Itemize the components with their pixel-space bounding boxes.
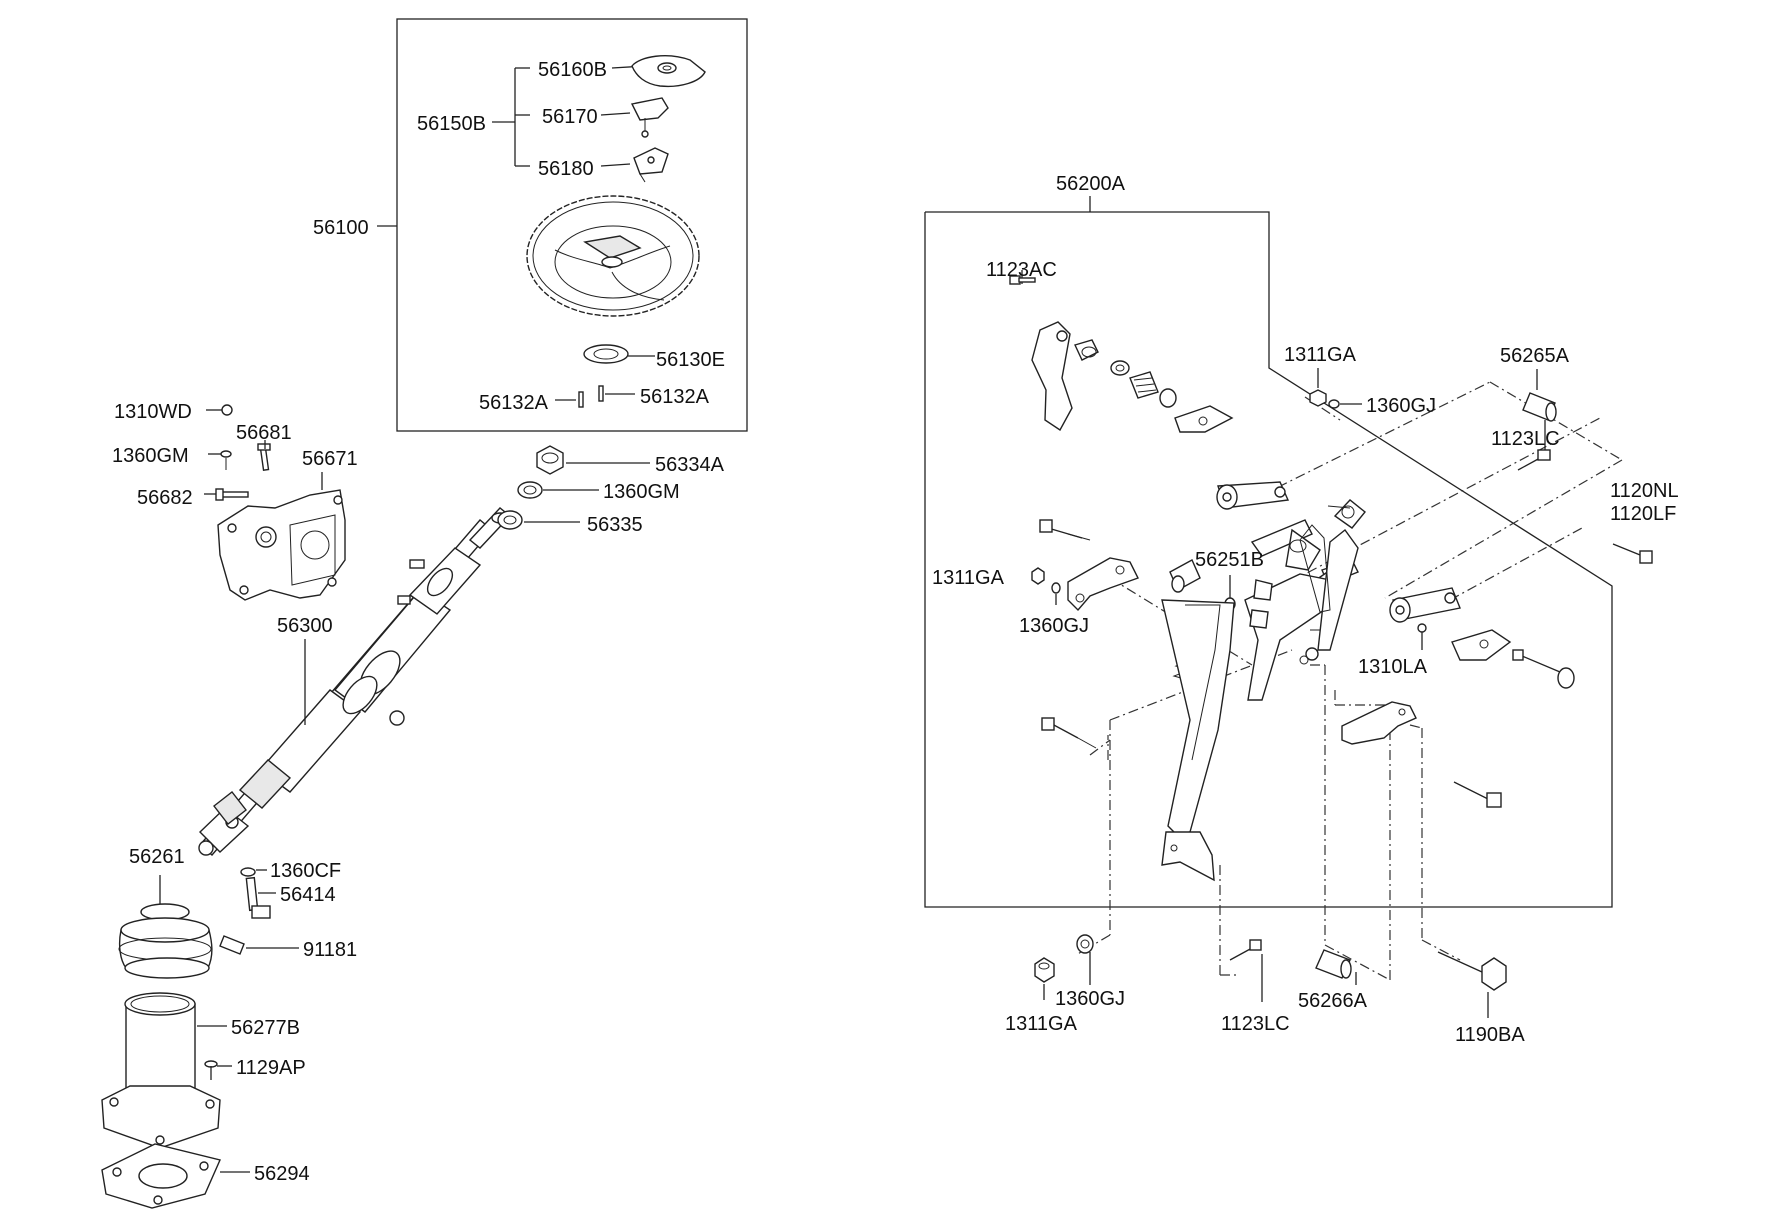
lever-part	[1031, 321, 1234, 433]
label-56251B: 56251B	[1195, 549, 1264, 571]
tube-56277B-part	[101, 992, 227, 1149]
label-56170: 56170	[542, 106, 598, 128]
washer-1360CF-part	[240, 867, 267, 877]
bolt-1190BA-part	[1437, 951, 1507, 1018]
nut-1310LA-part	[1417, 623, 1427, 650]
bolt-right-mid-part	[1512, 649, 1575, 689]
bracket-56150B	[492, 65, 646, 167]
label-56132A-left: 56132A	[479, 392, 549, 414]
label-1360GJ-b: 1360GJ	[1019, 615, 1089, 637]
label-56294: 56294	[254, 1163, 310, 1185]
screw-1129AP-part	[204, 1060, 232, 1080]
label-56671: 56671	[302, 448, 358, 470]
bolt-56414-part	[245, 876, 276, 919]
pedal-arm-upper-part	[1299, 499, 1366, 651]
nut-1311GA-bottom-part	[1034, 957, 1055, 1000]
bolt-upper-left-part	[1039, 519, 1091, 541]
label-1129AP: 1129AP	[236, 1057, 306, 1079]
label-1311GA-a: 1311GA	[1284, 344, 1357, 366]
horn-plate-part	[633, 147, 669, 183]
part-labels: 56160B 56150B 56170 56180 56100 56130E 5…	[112, 59, 1679, 1185]
bolt-lower-left-part	[1041, 717, 1097, 749]
bolt-1123LC-bottom-part	[1229, 939, 1263, 1002]
bushing-56266A-part	[1315, 949, 1357, 985]
link-arm-upper-part	[1216, 481, 1290, 510]
steering-column-part	[198, 507, 512, 856]
label-1123LC-b: 1123LC	[1221, 1013, 1290, 1035]
label-56200A: 56200A	[1056, 173, 1126, 195]
label-56414: 56414	[280, 884, 336, 906]
label-56335: 56335	[587, 514, 643, 536]
steering-wheel-part	[526, 195, 700, 317]
bolt-1120NL-part	[1612, 543, 1653, 564]
nut-56334A-part	[536, 445, 650, 475]
bushing-56265A-part	[1522, 369, 1557, 422]
label-1310LA: 1310LA	[1358, 656, 1428, 678]
washer-1360GM-upper-part	[517, 481, 599, 499]
label-1360GJ-a: 1360GJ	[1366, 395, 1436, 417]
label-56130E: 56130E	[656, 349, 725, 371]
washer-1360GJ-bottom-part	[1076, 934, 1094, 985]
label-56180: 56180	[538, 158, 594, 180]
bracket-lower-right-part	[1341, 701, 1417, 745]
pedal-arm-part	[1161, 519, 1359, 882]
label-1360GJ-c: 1360GJ	[1055, 988, 1125, 1010]
bolt-1123AC-part	[1009, 270, 1036, 285]
label-56300: 56300	[277, 615, 333, 637]
label-1123AC: 1123AC	[986, 259, 1057, 281]
bracket-mid-part	[1067, 557, 1139, 612]
pins-56132A-part	[555, 385, 635, 408]
label-1311GA-c: 1311GA	[1005, 1013, 1078, 1035]
bolt-56681-part	[257, 440, 271, 471]
label-56334A: 56334A	[655, 454, 725, 476]
boot-56261-part	[118, 875, 213, 979]
label-56160B: 56160B	[538, 59, 607, 81]
label-56682: 56682	[137, 487, 193, 509]
label-91181: 91181	[303, 939, 357, 961]
nut-1310WD-part	[206, 404, 233, 416]
label-1120NL: 1120NL	[1610, 480, 1679, 502]
pin-91181-part	[219, 935, 299, 955]
label-1360GM-a: 1360GM	[112, 445, 189, 467]
washer-1360GJ-mid-part	[1051, 582, 1061, 605]
link-arm-lower-part	[1389, 587, 1461, 623]
nut-1311GA-mid-part	[1031, 567, 1045, 585]
washer-1360GJ-top-part	[1328, 399, 1362, 409]
label-1311GA-b: 1311GA	[932, 567, 1005, 589]
steering-wheel-group-box	[396, 18, 748, 432]
label-1123LC-a: 1123LC	[1491, 428, 1560, 450]
nut-1311GA-top-part	[1309, 368, 1327, 407]
label-1360CF: 1360CF	[270, 860, 341, 882]
pedal-group-box	[924, 196, 1613, 908]
bracket-56671-part	[217, 489, 346, 601]
label-56681: 56681	[236, 422, 292, 444]
ring-56130E-part	[583, 344, 655, 364]
bolt-lower-right-part	[1453, 781, 1502, 808]
label-1120LF: 1120LF	[1610, 503, 1676, 525]
horn-contact-part	[630, 97, 669, 138]
plate-right-part	[1451, 629, 1512, 661]
label-1310WD: 1310WD	[114, 401, 192, 423]
horn-pad-part	[631, 55, 706, 88]
label-56261: 56261	[129, 846, 185, 868]
label-56150B: 56150B	[417, 113, 486, 135]
label-56265A: 56265A	[1500, 345, 1570, 367]
washer-1360GM-part	[208, 450, 232, 470]
label-1360GM-b: 1360GM	[603, 481, 680, 503]
bolt-56682-part	[204, 488, 249, 501]
label-56100: 56100	[313, 217, 369, 239]
assembly-dashed-lines	[1075, 381, 1623, 981]
label-56132A-right: 56132A	[640, 386, 710, 408]
gasket-56294-part	[101, 1143, 250, 1209]
ring-56335-part	[497, 510, 580, 530]
label-56277B: 56277B	[231, 1017, 300, 1039]
label-1190BA: 1190BA	[1455, 1024, 1525, 1046]
label-56266A: 56266A	[1298, 990, 1368, 1012]
bolt-1123LC-top-part	[1517, 420, 1551, 471]
